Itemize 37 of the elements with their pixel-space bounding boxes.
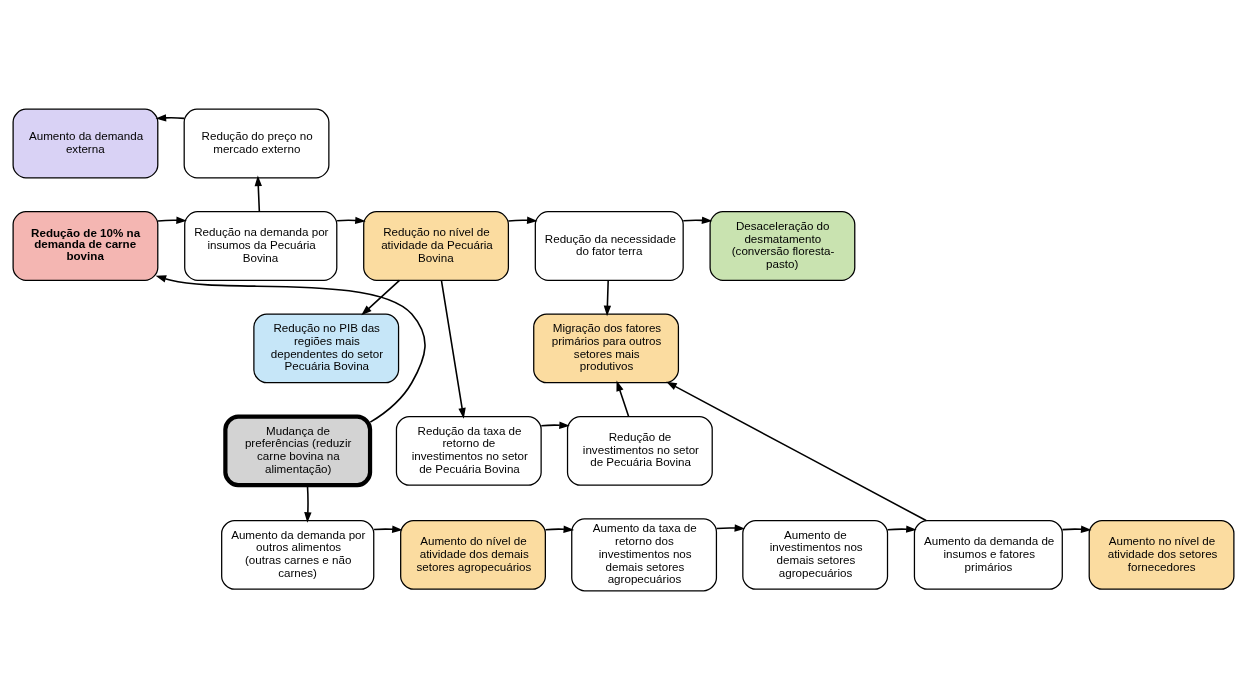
arrow: [507, 216, 538, 224]
node-box: Aumento da demanda externa: [12, 108, 159, 179]
node-box: Redução do preço no mercado externo: [183, 108, 330, 179]
arrow: [886, 525, 917, 533]
node-box: Redução da necessidade do fator terra: [534, 211, 684, 281]
arrow: [666, 381, 927, 522]
node-box: Redução no PIB das regiões mais dependentes do setor Pecuária Bovina: [253, 313, 400, 384]
arrow: [1061, 525, 1092, 533]
arrow: [715, 524, 746, 532]
arrow: [155, 275, 426, 423]
arrow: [540, 421, 570, 429]
arrow: [440, 279, 466, 419]
arrow: [616, 380, 630, 417]
arrow: [155, 114, 185, 122]
node-box: Redução no nível de atividade da Pecuária Bovina: [363, 211, 510, 281]
node-box: Redução de investimentos no setor de Pecuária Bovina: [566, 415, 713, 486]
arrow: [682, 216, 713, 225]
arrow: [361, 279, 401, 316]
node-box: Aumento do nível de atividade dos demais setores agropecuários: [400, 519, 546, 590]
node-box: Aumento no nível de atividade dos setores fornecedores: [1088, 519, 1235, 590]
arrow: [304, 484, 312, 523]
node-box: Redução na demanda por insumos da Pecuária Bovina: [184, 211, 338, 281]
node-box: Migração dos fatores primários para outros setores mais produtivos: [533, 313, 680, 384]
arrow: [603, 279, 612, 317]
arrow: [254, 175, 262, 213]
node-box: Redução da taxa de retorno de investimentos no setor de Pecuária Bovina: [395, 415, 542, 486]
node-box: Redução de 10% na demanda de carne bovina: [12, 211, 159, 281]
node-box: Aumento da demanda de insumos e fatores primários: [913, 519, 1063, 590]
node-box: Mudança de preferências (reduzir carne bovina na alimentação): [223, 414, 373, 488]
arrow: [336, 216, 366, 225]
node-box: Aumento da taxa de retorno dos investimentos nos demais setores agropecuários: [571, 518, 718, 592]
node-box: Desaceleração do desmatamento (conversão floresta-pasto): [709, 211, 856, 281]
arrow: [373, 525, 403, 533]
node-box: Aumento da demanda por outros alimentos (outras carnes e não carnes): [221, 519, 375, 590]
arrow: [157, 216, 187, 224]
arrow: [544, 525, 575, 533]
node-box: Aumento de investimentos nos demais setores agropecuários: [742, 519, 889, 590]
